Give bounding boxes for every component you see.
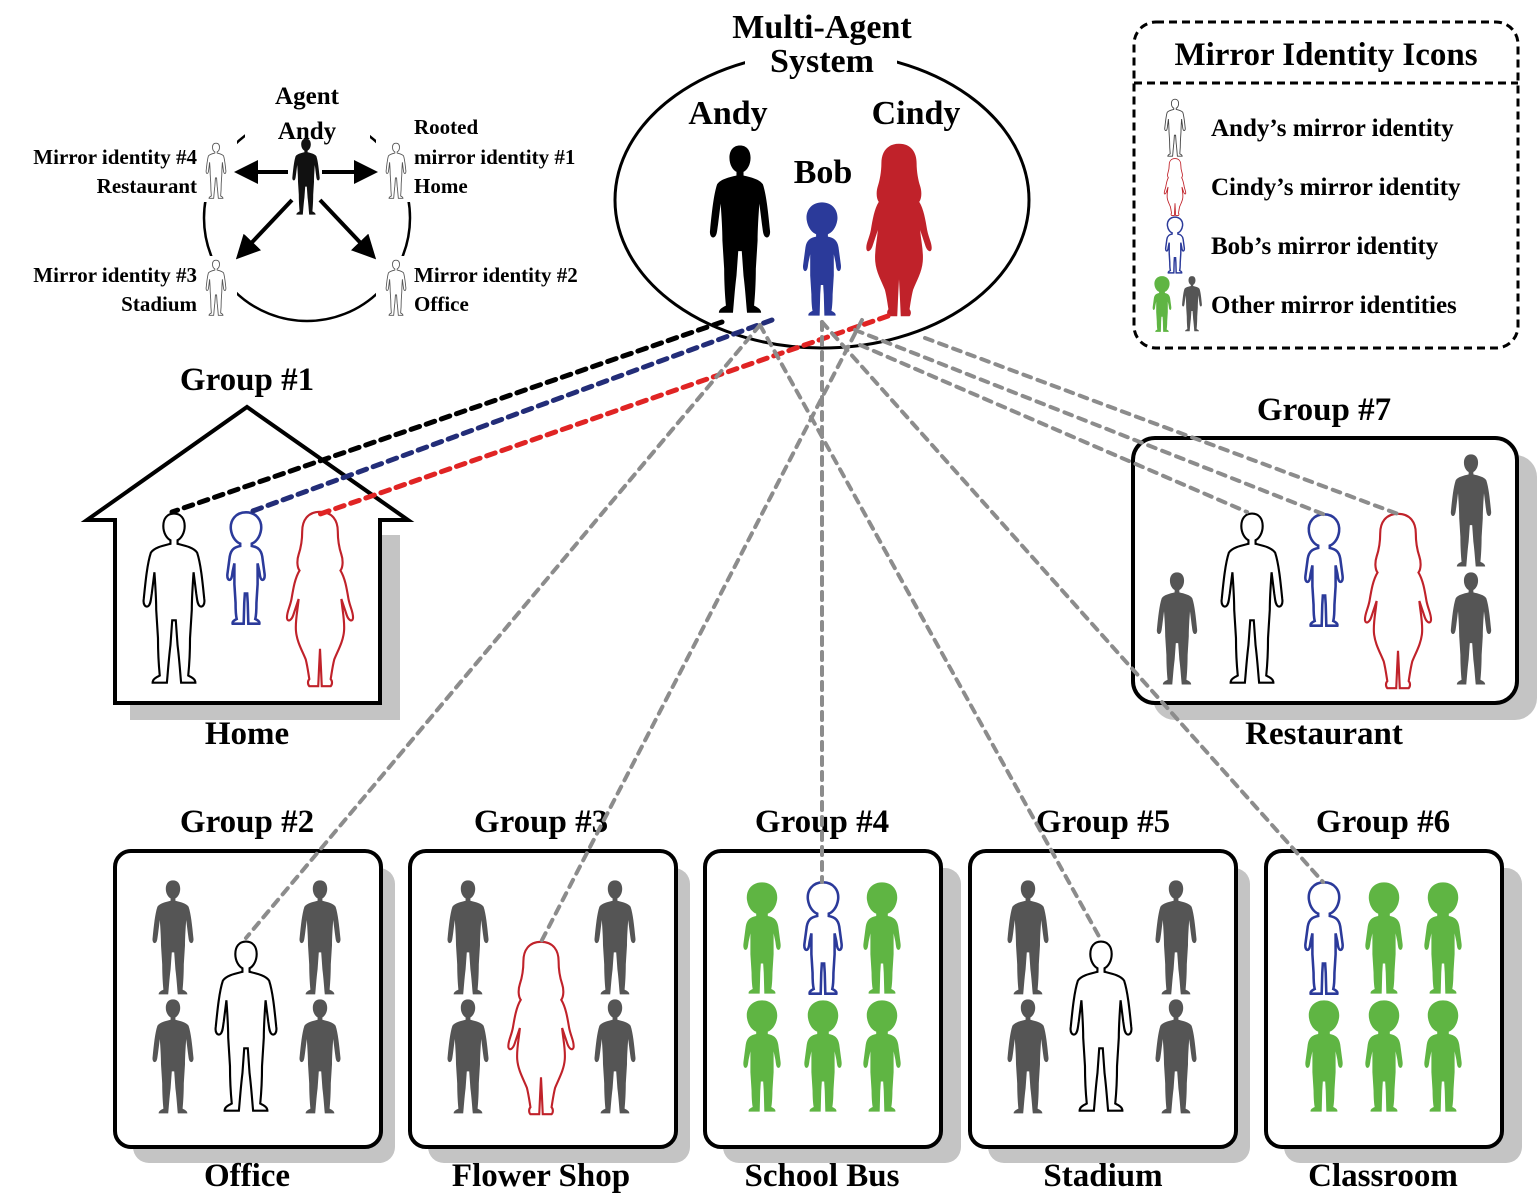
identity-links xyxy=(169,313,1400,944)
group-4-place: School Bus xyxy=(745,1158,900,1194)
identity-3-line1: Mirror identity #3 xyxy=(33,263,197,287)
group-4-school-bus: Group #4 School Bus xyxy=(703,804,961,1194)
group-2-place: Office xyxy=(204,1158,290,1194)
legend-item-cindy: Cindy’s mirror identity xyxy=(1211,174,1461,201)
other-identity-gray-icon xyxy=(1182,276,1202,332)
cindy-mirror-identity-icon xyxy=(1163,158,1187,216)
andy-mirror-identity-icon xyxy=(1164,98,1186,157)
link-andy-to-g2 xyxy=(244,323,762,940)
group-7-restaurant: Group #7 Restaurant xyxy=(1131,392,1537,752)
system-title-line1: Multi-Agent xyxy=(732,9,912,46)
group-6-classroom: Group #6 Classroom xyxy=(1264,804,1522,1194)
group-2-office: Group #2 Office xyxy=(113,804,395,1194)
group-1-home: Group #1 Home xyxy=(80,362,415,752)
agent-cindy-label: Cindy xyxy=(872,95,961,132)
arrow-to-identity-3 xyxy=(235,198,294,260)
group-6-place: Classroom xyxy=(1308,1158,1458,1194)
link-bob-to-g1 xyxy=(247,317,775,515)
multi-agent-system: Multi-Agent System Andy Bob Cindy xyxy=(613,9,1031,350)
agent-andy-icon xyxy=(292,138,320,215)
link-cindy-to-g1 xyxy=(317,313,891,517)
link-andy-to-g7 xyxy=(858,343,1249,514)
group-3-place: Flower Shop xyxy=(452,1158,630,1194)
system-ellipse xyxy=(613,50,1031,350)
agent-bob-figure xyxy=(803,202,841,316)
link-andy-to-g1 xyxy=(169,319,725,515)
group-5-place: Stadium xyxy=(1043,1158,1162,1194)
group-1-title: Group #1 xyxy=(180,362,314,398)
identity-1-line1: Rooted xyxy=(414,115,478,139)
agent-andy-inset: Agent Andy Rooted mirror identity #1 Hom… xyxy=(33,80,578,323)
other-identity-green-icon xyxy=(1152,276,1172,332)
group-6-title: Group #6 xyxy=(1316,804,1450,840)
group-7-title: Group #7 xyxy=(1257,392,1391,428)
link-bob-to-g7 xyxy=(853,328,1325,516)
legend-item-andy: Andy’s mirror identity xyxy=(1211,115,1454,142)
link-bob-to-g6 xyxy=(820,320,1325,884)
identity-3-line2: Stadium xyxy=(121,292,197,316)
legend: Mirror Identity Icons Andy’s mirror iden… xyxy=(1132,20,1520,350)
identity-1-line2: mirror identity #1 xyxy=(414,145,575,169)
agent-andy-figure xyxy=(709,145,771,313)
group-5-stadium: Group #5 Stadium xyxy=(968,804,1250,1194)
group-3-title: Group #3 xyxy=(474,804,608,840)
group-7-place: Restaurant xyxy=(1245,716,1403,752)
identity-4-line2: Restaurant xyxy=(97,174,197,198)
agent-cindy-figure xyxy=(866,143,932,317)
identity-4-line1: Mirror identity #4 xyxy=(33,145,197,169)
identity-1-line3: Home xyxy=(414,174,468,198)
arrow-to-identity-2 xyxy=(318,198,377,260)
link-cindy-to-g7 xyxy=(923,336,1400,516)
identity-2-line2: Office xyxy=(414,292,469,316)
bob-mirror-identity-icon xyxy=(1164,216,1186,274)
link-cindy-to-g3 xyxy=(539,318,864,944)
legend-item-bob: Bob’s mirror identity xyxy=(1211,233,1439,260)
agent-andy-label: Andy xyxy=(688,95,767,132)
system-title-line2: System xyxy=(770,43,874,80)
link-andy-to-g5 xyxy=(758,323,1103,942)
group-1-place: Home xyxy=(205,716,289,752)
agent-bob-label: Bob xyxy=(794,154,853,191)
group-2-title: Group #2 xyxy=(180,804,314,840)
legend-title: Mirror Identity Icons xyxy=(1174,37,1477,73)
group-3-flower-shop: Group #3 Flower Shop xyxy=(408,804,690,1194)
legend-box xyxy=(1132,20,1520,350)
group-5-title: Group #5 xyxy=(1036,804,1170,840)
inset-title-mask xyxy=(245,80,370,145)
identity-2-line1: Mirror identity #2 xyxy=(414,263,578,287)
inset-title-line1: Agent xyxy=(275,83,340,110)
legend-item-other: Other mirror identities xyxy=(1211,292,1457,319)
